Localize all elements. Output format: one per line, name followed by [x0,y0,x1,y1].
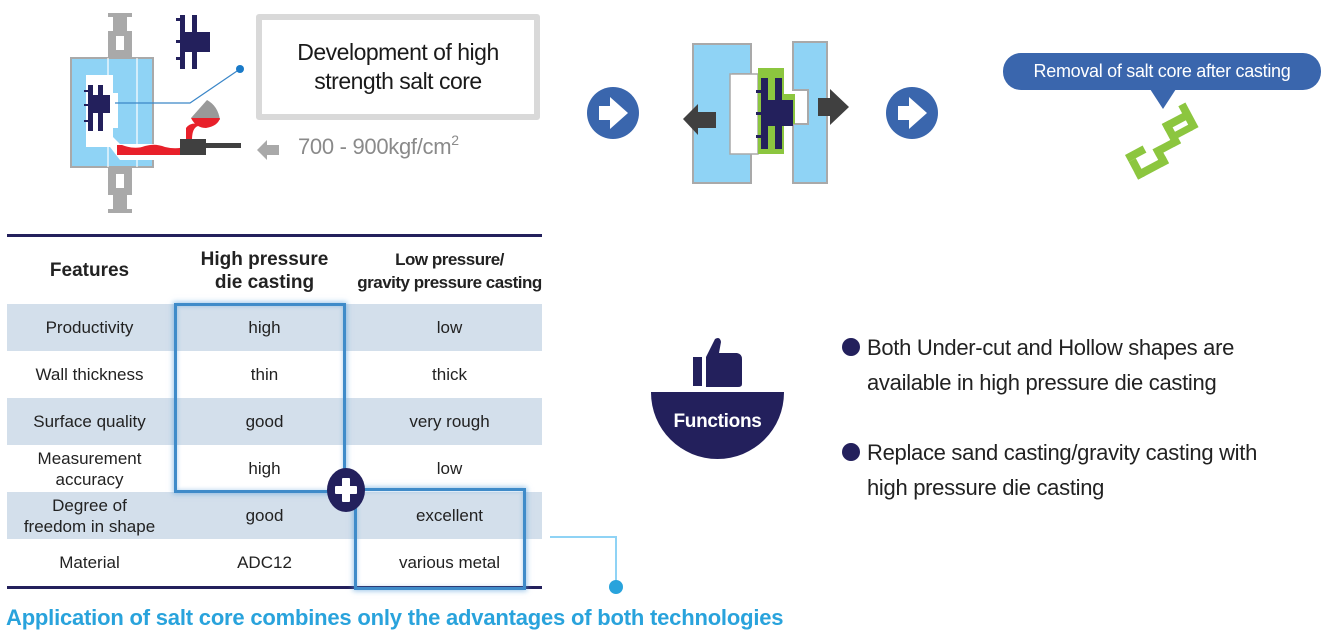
header-features: Features [49,260,130,281]
functions-badge: Functions [651,392,784,459]
header-hpdc-line2: die casting [214,271,315,293]
hpdc-cell: good [245,412,284,431]
pressure-value: 700 - 900kgf/cm [298,134,452,159]
lp-cell: low [436,459,463,478]
salt-core-development-box: Development of high strength salt core [256,14,540,120]
bullet-line2: available in high pressure die casting [867,370,1217,395]
bullet-line2: high pressure die casting [867,475,1105,500]
bubble-tail [1150,89,1176,109]
header-lp-line1: Low pressure/ [395,249,504,269]
table-row: Wall thickness thin thick [7,351,542,398]
conclusion-caption: Application of salt core combines only t… [6,605,784,630]
table-header-row: Features High pressure die casting Low p… [7,237,542,304]
leader-dot [236,65,244,73]
feature-cell: Wall thickness [35,365,144,384]
hpdc-cell: high [248,459,281,478]
left-push-arrow-icon [683,104,716,135]
lp-cell: thick [432,365,467,384]
feature-cell: Material [59,553,120,572]
functions-list: Both Under-cut and Hollow shapes are ava… [842,330,1307,540]
pressure-label: 700 - 900kgf/cm2 [298,132,459,160]
thumbs-up-icon [693,338,742,387]
header-lp-line2: gravity pressure casting [357,272,542,292]
removal-label-bubble: Removal of salt core after casting [1003,53,1321,90]
table-top-rule [7,234,542,237]
lp-cell: very rough [409,412,490,431]
table-bottom-rule [7,586,542,589]
die-casting-mold-illustration [70,13,244,213]
bottom-clamp-icon [108,167,132,213]
pressure-exponent: 2 [451,132,459,148]
hpdc-cell: good [245,506,284,525]
plunger-icon [180,139,206,155]
lp-advantage-highlight [354,488,526,590]
salt-core-in-casting-icon [756,78,793,149]
hollow-casting-icon [1124,102,1199,180]
functions-label: Functions [673,411,762,432]
feature-cell: Productivity [45,318,134,337]
salt-core-in-mold-icon [84,85,110,131]
mold-opening-illustration [683,41,849,184]
bullet-dot-icon [842,443,860,461]
feature-cell: Measurement accuracy [7,448,172,490]
bullet-line1: Both Under-cut and Hollow shapes are [867,335,1235,360]
pressure-arrow-icon [257,140,279,160]
title-line-2: strength salt core [314,68,482,94]
feature-line1: Measurement [37,448,142,468]
feature-cell: Surface quality [33,412,146,431]
lp-cell: low [436,318,463,337]
comparison-table: Features High pressure die casting Low p… [7,234,542,589]
header-low-pressure: Low pressure/ gravity pressure casting [357,248,542,294]
hpdc-cell: ADC12 [237,553,292,572]
table-row: Surface quality good very rough [7,398,542,445]
bullet-line1: Replace sand casting/gravity casting wit… [867,440,1258,465]
feature-line1: Degree of [52,495,127,515]
table-row: Degree of freedom in shape good excellen… [7,492,542,539]
salt-core-icon [176,15,210,69]
bullet-dot-icon [842,338,860,356]
ladle-icon [191,100,220,120]
table-row: Measurement accuracy high low [7,445,542,492]
next-step-arrow-icon-1[interactable] [586,86,640,140]
lp-cell: excellent [415,506,484,525]
header-hpdc-line1: High pressure [200,248,329,270]
hpdc-cell: thin [250,365,279,384]
title-line-1: Development of high [297,39,499,65]
top-clamp-icon [108,13,132,58]
table-row: Material ADC12 various metal [7,539,542,586]
lp-cell: various metal [398,553,501,572]
table-row: Productivity high low [7,304,542,351]
function-bullet: Replace sand casting/gravity casting wit… [842,435,1307,505]
right-push-arrow-icon [818,89,849,125]
feature-line2: freedom in shape [23,516,156,536]
feature-line2: accuracy [55,469,124,489]
function-bullet: Both Under-cut and Hollow shapes are ava… [842,330,1307,400]
callout-connector [550,536,623,594]
hpdc-cell: high [248,318,281,337]
header-high-pressure: High pressure die casting [172,248,357,294]
plus-icon [327,468,365,512]
feature-cell: Degree of freedom in shape [7,495,172,537]
hpdc-advantage-highlight [174,303,346,493]
next-step-arrow-icon-2[interactable] [885,86,939,140]
